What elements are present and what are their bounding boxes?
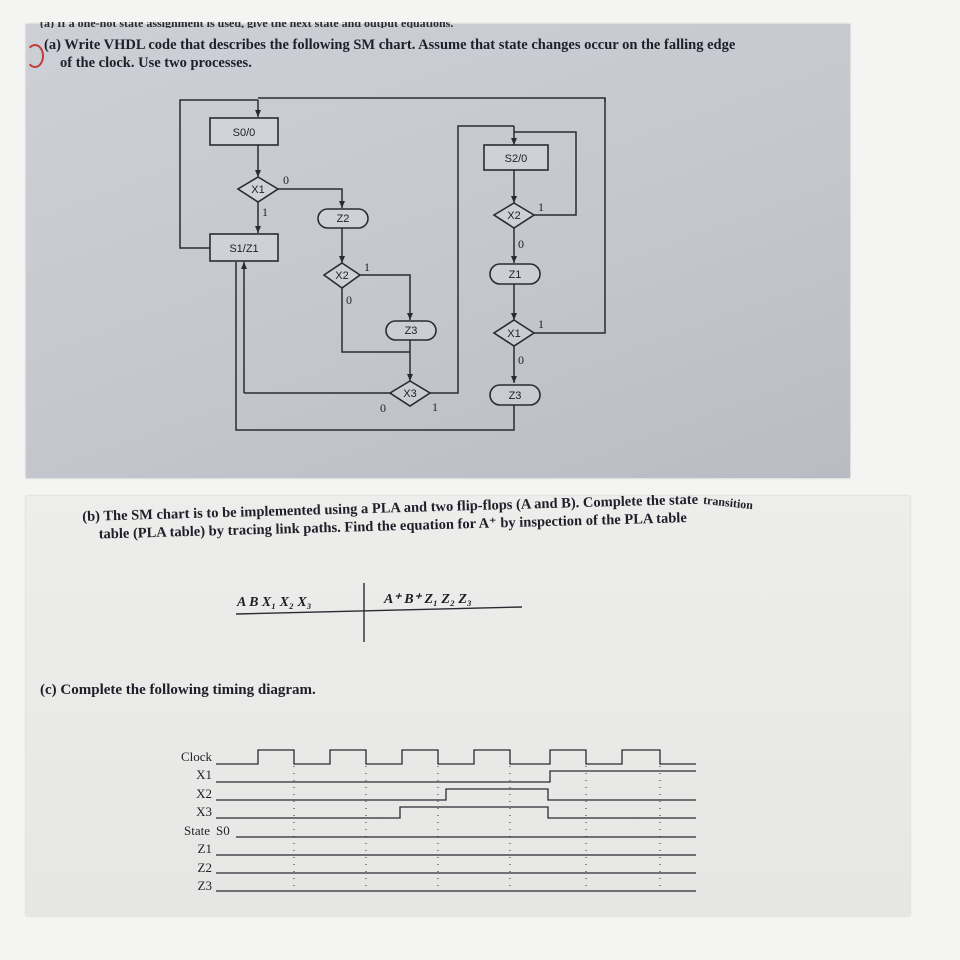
cut-off-text-line: (a) If a one-hot state assignment is use… — [40, 22, 760, 28]
branch-bit: 0 — [380, 401, 386, 415]
state-box-s2 — [483, 144, 549, 171]
state-box-s0 — [209, 117, 279, 146]
margin-circle-mark — [26, 44, 44, 68]
flow-line — [514, 131, 577, 216]
signal-label-x2: X2 — [196, 786, 212, 801]
branch-bit: 0 — [518, 237, 524, 251]
branch-bit: 1 — [364, 260, 370, 274]
decision-x1-left — [236, 176, 280, 203]
decision-x2-right — [492, 202, 536, 229]
output-z2-mid-label: Z2 — [337, 213, 350, 225]
clock-waveform — [216, 749, 696, 765]
flow-line — [341, 288, 410, 353]
decision-x3-mid — [388, 380, 432, 407]
state-s1-label: S1/Z1 — [229, 243, 258, 255]
output-z1-right — [489, 263, 541, 285]
flow-line — [179, 99, 258, 249]
output-z1-right-label: Z1 — [509, 269, 522, 281]
flow-line — [278, 188, 345, 208]
pla-right-header: A⁺ B⁺ Z₁ Z₂ Z₃ — [383, 592, 472, 607]
branch-bit: 1 — [262, 205, 268, 219]
x2-waveform — [216, 788, 696, 801]
branch-bit: 1 — [432, 400, 438, 414]
branch-bit: 1 — [538, 200, 544, 214]
decision-x2-mid — [322, 262, 362, 289]
output-z3-mid-label: Z3 — [405, 325, 418, 337]
flow-line — [534, 98, 606, 334]
state-box-s1 — [209, 233, 279, 262]
signal-label-x1: X1 — [196, 767, 212, 782]
branch-bit: 0 — [283, 173, 289, 187]
pla-left-header: A B X₁ X₂ X₃ — [236, 595, 312, 610]
output-z3-mid — [385, 320, 437, 341]
branch-bit: 1 — [538, 317, 544, 331]
question-c-text: Complete the following timing diagram. — [60, 682, 316, 698]
output-z3-right-label: Z3 — [509, 390, 522, 402]
signal-label-state: State — [184, 823, 210, 838]
question-a-line1: Write VHDL code that describes the follo… — [64, 37, 736, 53]
output-z2-mid — [317, 208, 369, 229]
question-c: (c) Complete the following timing diagra… — [40, 682, 316, 699]
state-initial-value: S0 — [216, 823, 230, 838]
signal-label-z2: Z2 — [198, 860, 212, 875]
decision-x2-right-label: X2 — [507, 210, 520, 222]
branch-bit: 0 — [346, 293, 352, 307]
decision-x3-mid-label: X3 — [403, 388, 416, 400]
question-c-label: (c) — [40, 682, 57, 698]
question-a-label: (a) — [44, 37, 61, 53]
signal-label-z3: Z3 — [198, 878, 212, 893]
decision-x1-left-label: X1 — [251, 184, 264, 196]
decision-x2-mid-label: X2 — [335, 270, 348, 282]
question-a-line2: of the clock. Use two processes. — [60, 55, 252, 71]
state-s2-label: S2/0 — [505, 153, 528, 165]
signal-label-z1: Z1 — [198, 841, 212, 856]
pla-header-rule — [235, 606, 523, 615]
signal-label-clock: Clock — [181, 749, 213, 764]
flow-line — [360, 274, 413, 320]
signal-label-x3: X3 — [196, 804, 212, 819]
state-s0-label: S0/0 — [233, 127, 256, 139]
x1-waveform — [216, 770, 696, 783]
photo-part-a — [26, 24, 850, 478]
decision-x1-right — [492, 319, 536, 347]
output-z3-right — [489, 384, 541, 406]
flow-line — [430, 125, 514, 394]
flow-line — [235, 262, 515, 431]
question-a: (a) Write VHDL code that describes the f… — [44, 36, 834, 72]
branch-bit: 0 — [518, 353, 524, 367]
decision-x1-right-label: X1 — [507, 328, 520, 340]
photo-part-b-c — [26, 496, 910, 916]
x3-waveform — [216, 806, 696, 819]
